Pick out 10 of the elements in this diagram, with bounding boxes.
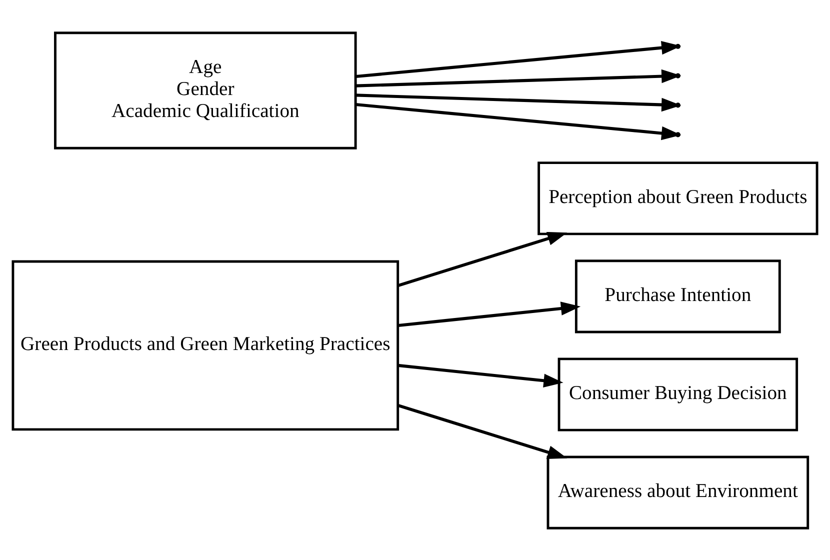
node-box: Perception about Green Products <box>538 161 818 235</box>
arrow <box>398 403 568 458</box>
arrow <box>398 363 564 387</box>
arrow <box>398 231 568 286</box>
node-box: Consumer Buying Decision <box>558 357 798 431</box>
node-box: Age Gender Academic Qualification <box>54 31 357 149</box>
node-box: Green Products and Green Marketing Practices <box>12 260 400 430</box>
arrow <box>398 301 581 326</box>
node-box: Purchase Intention <box>574 259 781 333</box>
node-box: Awareness about Environment <box>546 455 810 529</box>
